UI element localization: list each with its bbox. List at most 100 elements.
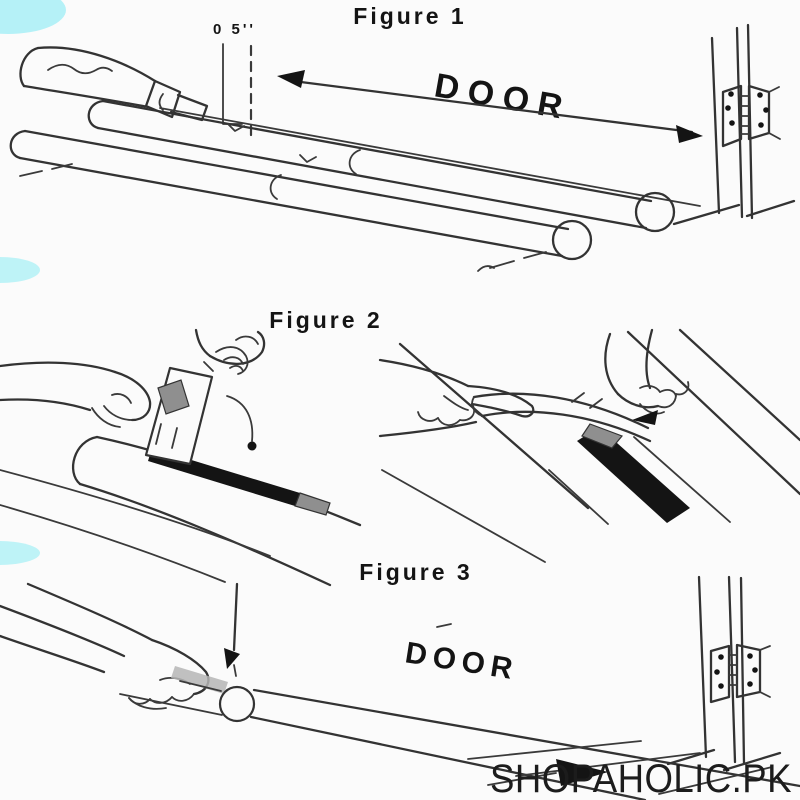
tube-rear-bottom <box>96 126 648 230</box>
knuckle-arc <box>235 335 259 345</box>
hinge-screw <box>763 107 769 113</box>
tube-front-bottom <box>18 156 564 258</box>
arrow-head-right <box>676 125 703 143</box>
stray-curl <box>477 265 495 272</box>
floor-dash-right <box>489 251 547 269</box>
band-left-line <box>548 469 609 525</box>
figure-1: Figure 1 0 5'' DOOR <box>9 3 796 272</box>
slide-arrowhead <box>556 759 608 786</box>
arm-line-1 <box>26 582 154 642</box>
arm-top <box>0 361 117 374</box>
arrow-shaft <box>291 79 694 134</box>
scan-smudges <box>0 0 66 565</box>
arm-line-3 <box>0 634 106 674</box>
finger-bump-1 <box>171 693 195 702</box>
frame-base-lines <box>666 748 782 772</box>
draft-stopper <box>9 99 676 272</box>
backing-hatch <box>155 423 178 449</box>
strip-top <box>472 392 650 430</box>
hand-outline <box>616 392 660 409</box>
fist-outline <box>150 638 210 696</box>
knife-handle-detail <box>47 63 113 75</box>
arm-top <box>378 358 470 388</box>
cyan-smudge-top-left <box>0 0 66 34</box>
tube-bottom-edge <box>78 482 332 587</box>
figure-2: Figure 2 <box>0 307 800 587</box>
tube-top-line <box>179 680 222 692</box>
finger-line-1 <box>103 405 133 421</box>
door-face-left-line <box>398 342 590 510</box>
arm-right <box>645 328 654 390</box>
hinge-knuckles <box>728 654 738 686</box>
knife-handle-bottom <box>22 84 150 109</box>
floor-line-3 <box>658 766 773 795</box>
jamb-line-1 <box>735 26 744 219</box>
fig2-peel-door <box>378 328 800 563</box>
thumb <box>128 697 167 710</box>
finger-curl-2 <box>675 381 690 396</box>
hinge-screw <box>718 683 724 689</box>
tube-front-end-circle <box>551 219 593 261</box>
finger-line-2 <box>111 393 132 404</box>
strip-side-line <box>633 436 731 523</box>
curled-finger-2 <box>437 417 461 426</box>
floor-line-4 <box>487 772 557 786</box>
hinge-screw <box>752 667 758 673</box>
held-strip <box>471 392 652 443</box>
finger-curl-1 <box>657 393 677 409</box>
floor-line-1 <box>467 740 642 760</box>
door-frame-fig1 <box>672 23 796 226</box>
door-hinge-fig3 <box>709 643 771 704</box>
thumb <box>443 395 469 411</box>
jamb-line-1 <box>727 575 737 764</box>
tube-front-top <box>23 129 570 231</box>
thumb-grip <box>203 361 214 372</box>
door-bottom-top-edge <box>252 688 800 788</box>
knuckle-2 <box>659 389 677 397</box>
left-hand-pointing <box>378 358 535 438</box>
figure-2-title: Figure 2 <box>269 307 382 333</box>
hinge-corner-ticks <box>768 86 781 140</box>
thumb <box>91 407 121 428</box>
hinge-screw <box>714 669 720 675</box>
tube-rear-cap <box>87 99 105 130</box>
knife-handle-top <box>36 46 157 83</box>
press-down-arrow <box>224 648 240 669</box>
door-edge-line <box>710 36 721 215</box>
wrist-line <box>194 328 212 358</box>
hinge-screw <box>729 120 735 126</box>
arm-left <box>604 332 620 396</box>
knife-handle-end <box>19 46 40 88</box>
door-label-fig3: DOOR <box>403 636 521 686</box>
knuckle-1 <box>639 385 661 393</box>
arm-bottom <box>0 398 92 412</box>
peel-direction-arrow <box>226 395 257 451</box>
hinge-screw <box>757 92 763 98</box>
pull-arrowhead <box>632 410 658 425</box>
door-bottom-line <box>159 107 701 207</box>
door-hinge-fig1 <box>721 84 781 148</box>
hinge-left-flap <box>709 644 731 704</box>
door-panel-fig3 <box>224 582 800 800</box>
curled-finger-1 <box>459 403 475 422</box>
tube-seam-arc-1 <box>348 149 361 175</box>
door-left-edge <box>232 582 239 652</box>
hinge-knuckles <box>740 95 750 135</box>
door-edge-line <box>697 575 708 759</box>
curved-leader <box>226 395 254 442</box>
strip-hatch <box>571 392 603 409</box>
figure-1-title: Figure 1 <box>353 3 466 29</box>
lower-line-1 <box>0 469 271 557</box>
door-frame-fig3 <box>666 575 782 772</box>
hinge-corner-ticks <box>759 645 771 698</box>
arm-line-2 <box>0 604 126 658</box>
stopper-under-door <box>119 666 256 723</box>
backing-strip-patch <box>157 379 190 415</box>
door-corner <box>233 664 237 677</box>
adhesive-strip-gray-tail <box>294 492 331 516</box>
hinge-screw <box>747 681 753 687</box>
tube-bottom-line <box>119 693 223 716</box>
door-edge-right-2 <box>678 328 800 442</box>
knife-ferrule <box>144 79 182 119</box>
